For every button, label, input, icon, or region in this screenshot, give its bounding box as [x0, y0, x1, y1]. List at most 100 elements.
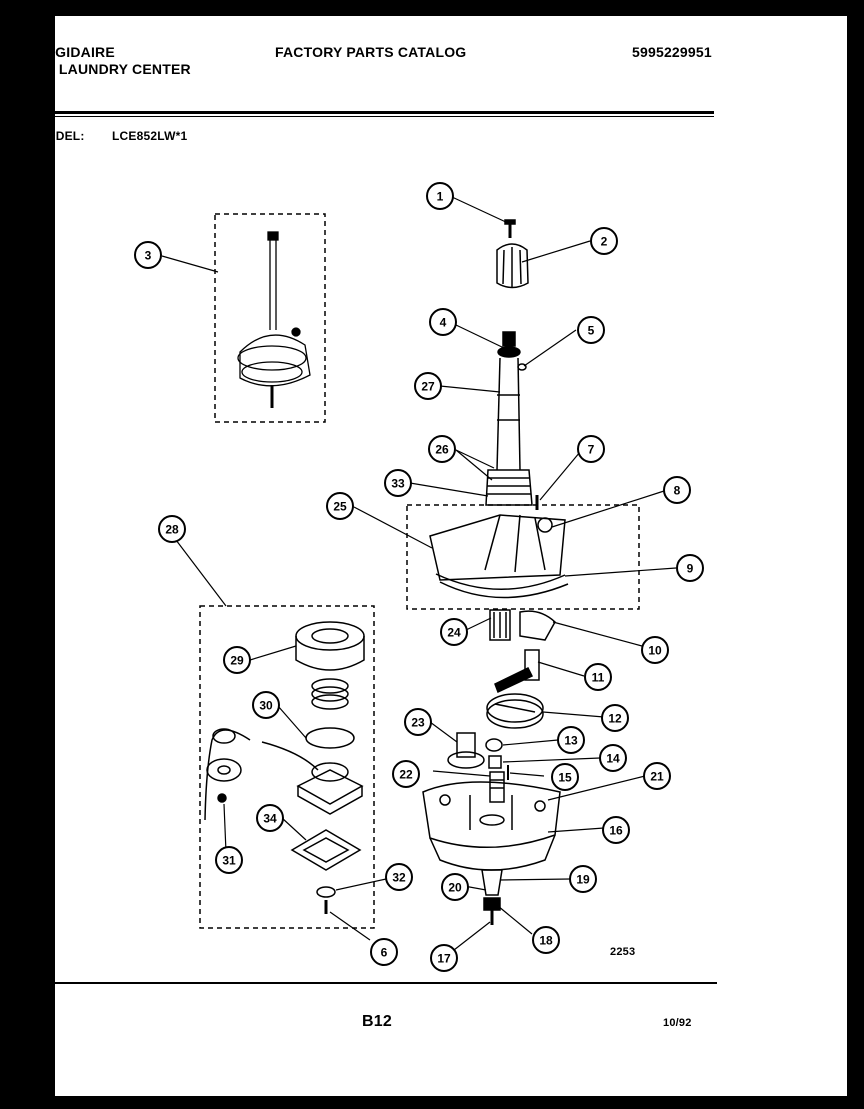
callout-label: 27: [421, 380, 435, 394]
callout-label: 18: [539, 934, 553, 948]
callout-label: 21: [650, 770, 664, 784]
callout-label: 1: [437, 190, 444, 204]
callout-22: 22: [392, 760, 420, 788]
callout-31: 31: [215, 846, 243, 874]
catalog-date: 10/92: [663, 1017, 692, 1029]
callout-21: 21: [643, 762, 671, 790]
callout-4: 4: [429, 308, 457, 336]
part-27-shaft: [485, 331, 533, 506]
part-10-cam: [519, 610, 556, 641]
catalog-title: FACTORY PARTS CATALOG: [275, 44, 467, 60]
part-5-clip: [517, 363, 527, 371]
drawing-code: 2253: [610, 946, 636, 958]
callout-label: 23: [411, 716, 425, 730]
callout-16: 16: [602, 816, 630, 844]
part-11-crank: [494, 649, 540, 694]
callout-label: 4: [440, 316, 447, 330]
part-23-pinion: [447, 732, 485, 769]
callout-label: 12: [608, 712, 622, 726]
part-34-seal: [290, 829, 362, 871]
product-name: 27" LAUNDRY CENTER: [32, 61, 191, 77]
callout-1: 1: [426, 182, 454, 210]
callout-32: 32: [385, 863, 413, 891]
part-22-pinion-shaft: [489, 771, 505, 803]
callout-label: 28: [165, 523, 179, 537]
callout-19: 19: [569, 865, 597, 893]
part-seal-housing: [296, 762, 364, 815]
model-label: MODEL:: [36, 129, 85, 143]
part-31-bearing-set: [204, 728, 319, 821]
header-rule: [36, 111, 714, 114]
part-30-spring: [305, 678, 355, 749]
callout-label: 30: [259, 699, 273, 713]
callout-20: 20: [441, 873, 469, 901]
brand-name: FRIGIDAIRE: [32, 44, 115, 60]
callout-10: 10: [641, 636, 669, 664]
callout-6: 6: [370, 938, 398, 966]
callout-23: 23: [404, 708, 432, 736]
callout-9: 9: [676, 554, 704, 582]
callout-label: 7: [588, 443, 595, 457]
callout-label: 29: [230, 654, 244, 668]
callout-26: 26: [428, 435, 456, 463]
part-number: 5995229951: [632, 44, 712, 60]
part-24-gear: [489, 609, 511, 641]
callout-label: 6: [381, 946, 388, 960]
footer-rule: [43, 982, 717, 984]
callout-label: 9: [687, 562, 694, 576]
callout-3: 3: [134, 241, 162, 269]
page-number: B12: [362, 1013, 392, 1030]
callout-18: 18: [532, 926, 560, 954]
callout-label: 34: [263, 812, 277, 826]
callout-13: 13: [557, 726, 585, 754]
callout-34: 34: [256, 804, 284, 832]
callout-label: 3: [145, 249, 152, 263]
callout-11: 11: [584, 663, 612, 691]
callout-label: 19: [576, 873, 590, 887]
callout-label: 2: [601, 235, 608, 249]
callout-label: 20: [448, 881, 462, 895]
part-3-spin-assembly: [237, 231, 311, 408]
callout-label: 10: [648, 644, 662, 658]
callout-label: 11: [592, 671, 605, 685]
callout-label: 15: [558, 771, 572, 785]
part-18-nut: [483, 897, 501, 911]
callout-label: 31: [222, 854, 236, 868]
callout-label: 22: [399, 768, 413, 782]
part-29-ring: [295, 621, 365, 671]
part-32-washer: [316, 886, 336, 898]
leader-lines: [161, 196, 677, 951]
callout-17: 17: [430, 944, 458, 972]
callout-8: 8: [663, 476, 691, 504]
callout-label: 25: [333, 500, 347, 514]
callout-12: 12: [601, 704, 629, 732]
callout-label: 33: [391, 477, 405, 491]
part-25-housing: [429, 514, 569, 599]
part-13-bushing: [485, 738, 503, 752]
group-box-3: [214, 213, 326, 423]
callout-15: 15: [551, 763, 579, 791]
callout-label: 26: [435, 443, 449, 457]
callout-label: 8: [674, 484, 681, 498]
callout-28: 28: [158, 515, 186, 543]
callout-30: 30: [252, 691, 280, 719]
callout-label: 17: [437, 952, 451, 966]
part-12-gear: [486, 693, 544, 729]
callout-label: 14: [606, 752, 620, 766]
callout-label: 24: [447, 626, 461, 640]
part-20-bearing: [481, 869, 503, 896]
part-14-washer: [488, 755, 502, 769]
callout-5: 5: [577, 316, 605, 344]
callout-29: 29: [223, 646, 251, 674]
callout-7: 7: [577, 435, 605, 463]
callout-27: 27: [414, 372, 442, 400]
part-2-cap: [496, 243, 529, 289]
group-box-28: [199, 605, 375, 929]
header-rule-thin: [36, 116, 714, 117]
callout-label: 16: [609, 824, 623, 838]
callout-label: 5: [588, 324, 595, 338]
callout-label: 32: [392, 871, 406, 885]
part-21-lower-housing: [422, 781, 561, 871]
